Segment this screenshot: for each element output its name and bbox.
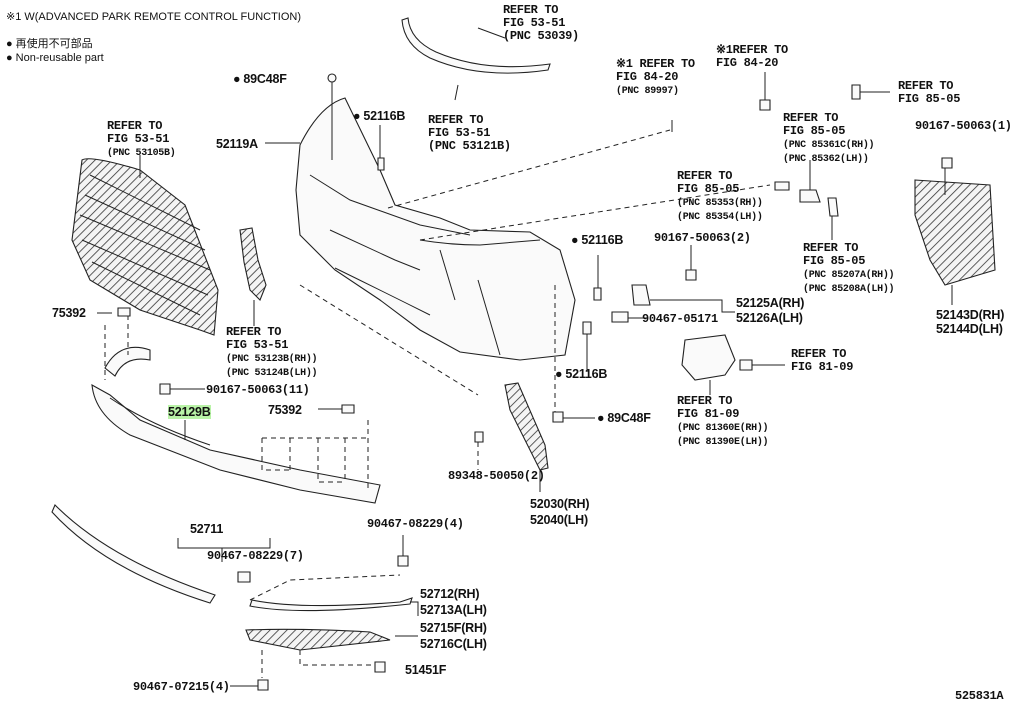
upper-moulding-part — [401, 17, 551, 74]
ref-85207a: REFER TO FIG 85-05 (PNC 85207A(RH)) (PNC… — [803, 241, 895, 296]
ref-53105b: REFER TO FIG 53-51 (PNC 53105B) — [107, 119, 176, 160]
part-89348-50050: 89348-50050(2) — [448, 469, 545, 483]
part-52143d: 52143D(RH) — [936, 308, 1005, 322]
ref-53039: REFER TO FIG 53-51 (PNC 53039) — [503, 3, 579, 43]
part-90167-50063-1: 90167-50063(1) — [915, 119, 1012, 133]
ref-85353: REFER TO FIG 85-05 (PNC 85353(RH)) (PNC … — [677, 169, 763, 224]
part-90167-50063-11: 90167-50063(11) — [206, 383, 310, 397]
part-51451f: 51451F — [405, 663, 447, 677]
side-guide-part — [504, 382, 549, 471]
part-52030: 52030(RH) — [530, 497, 590, 511]
part-90467-08229-4: 90467-08229(4) — [367, 517, 464, 531]
ref-81-09: REFER TO FIG 81-09 — [791, 347, 854, 374]
lower-spoiler-part — [51, 504, 216, 604]
legend-jp: 再使用不可部品 — [6, 35, 93, 51]
part-89c48f-top: 89C48F — [233, 73, 286, 86]
part-52116b-low: 52116B — [555, 368, 607, 381]
part-52715f: 52715F(RH) — [420, 621, 487, 635]
part-52716c: 52716C(LH) — [420, 637, 487, 651]
part-75392-b: 75392 — [268, 403, 302, 417]
legend-en: Non-reusable part — [6, 52, 104, 64]
bumper-cover-part — [295, 97, 576, 361]
ref-85-05-top: REFER TO FIG 85-05 — [898, 79, 961, 106]
part-75392-a: 75392 — [52, 306, 86, 320]
ref-85361c: REFER TO FIG 85-05 (PNC 85361C(RH)) (PNC… — [783, 111, 875, 166]
part-52713a: 52713A(LH) — [420, 603, 487, 617]
grille-bracket-part — [239, 227, 267, 301]
sensor-bracket-part — [914, 179, 996, 286]
part-90467-07215: 90467-07215(4) — [133, 680, 230, 694]
lower-moulding-part — [249, 597, 413, 612]
part-52144d: 52144D(LH) — [936, 322, 1003, 336]
lower-bumper-part — [91, 346, 381, 504]
part-52116b-mid: 52116B — [571, 234, 623, 247]
part-52126a: 52126A(LH) — [736, 311, 803, 325]
part-52040: 52040(LH) — [530, 513, 588, 527]
legend-note: ※1 W(ADVANCED PARK REMOTE CONTROL FUNCTI… — [6, 11, 302, 23]
part-90467-08229-7: 90467-08229(7) — [207, 549, 304, 563]
ref-53121b: REFER TO FIG 53-51 (PNC 53121B) — [428, 113, 511, 153]
part-52119a: 52119A — [216, 137, 258, 151]
ref-81360e: REFER TO FIG 81-09 (PNC 81360E(RH)) (PNC… — [677, 394, 769, 449]
lower-trim-part — [245, 628, 391, 651]
figure-code: 525831A — [955, 689, 1004, 703]
ref-53123b: REFER TO FIG 53-51 (PNC 53123B(RH)) (PNC… — [226, 325, 318, 380]
ref-89997: ※1 REFER TO FIG 84-20 (PNC 89997) — [616, 57, 695, 98]
part-52116b-top: 52116B — [353, 110, 405, 123]
part-52129b: 52129B — [168, 405, 211, 419]
part-52712: 52712(RH) — [420, 587, 480, 601]
ref-84-20: ※1REFER TO FIG 84-20 — [716, 43, 788, 70]
part-90467-05171: 90467-05171 — [642, 312, 718, 326]
part-52711: 52711 — [190, 522, 224, 536]
part-90167-50063-2: 90167-50063(2) — [654, 231, 751, 245]
part-52125a: 52125A(RH) — [736, 296, 805, 310]
radiator-grille-part — [71, 158, 219, 336]
part-89c48f-low: 89C48F — [597, 412, 650, 425]
sensor-unit-part — [681, 334, 736, 381]
